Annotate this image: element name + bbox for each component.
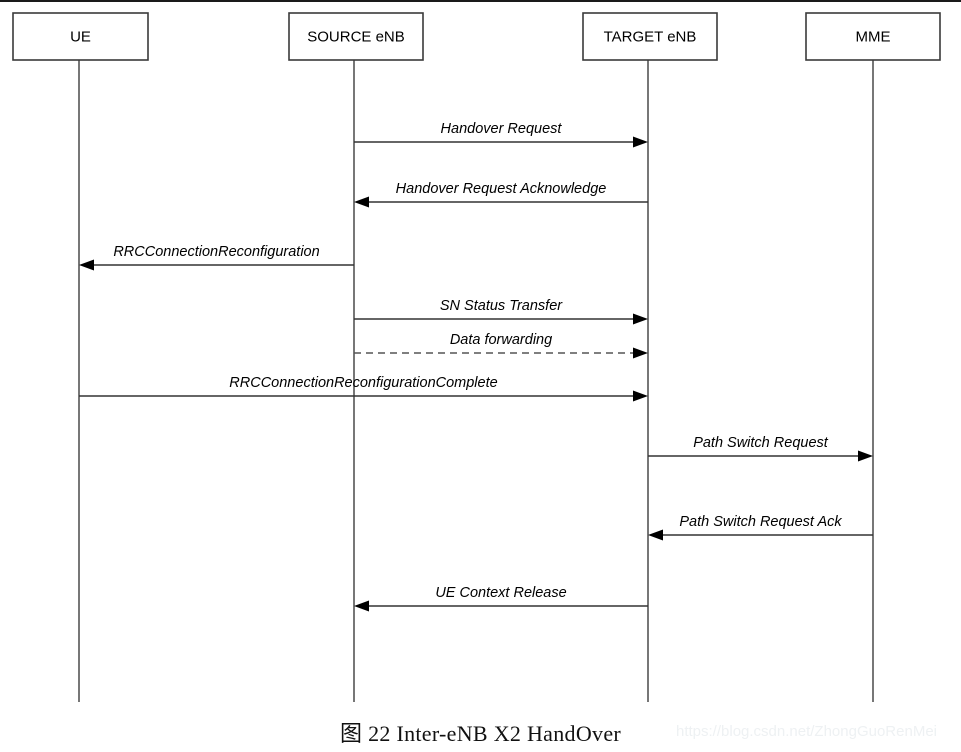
top-border-rule (0, 0, 961, 2)
message-label: RRCConnectionReconfiguration (113, 244, 319, 260)
message-1-handover-request: Handover Request (354, 121, 648, 148)
figure-caption: 图 22 Inter-eNB X2 HandOver (339, 721, 622, 746)
message-label: Handover Request (441, 121, 563, 137)
message-6-rrcconnectionreconfigurationcomplete: RRCConnectionReconfigurationComplete (79, 375, 648, 402)
message-arrowhead (633, 313, 648, 325)
message-label: SN Status Transfer (440, 298, 563, 314)
actor-box-ue[interactable]: UE (12, 12, 149, 61)
actor-box-source_enb[interactable]: SOURCE eNB (288, 12, 424, 61)
message-arrowhead (79, 259, 94, 271)
message-4-sn-status-transfer: SN Status Transfer (354, 298, 648, 325)
watermark-text: https://blog.csdn.net/ZhongGuoRenMei (676, 723, 937, 740)
message-arrowhead (633, 136, 648, 148)
actor-box-rect (12, 12, 149, 61)
message-7-path-switch-request: Path Switch Request (648, 435, 873, 462)
actor-label: UE (70, 28, 91, 45)
actor-label: TARGET eNB (604, 28, 697, 45)
message-2-handover-request-acknowledge: Handover Request Acknowledge (354, 181, 648, 208)
actor-label: MME (856, 28, 891, 45)
message-9-ue-context-release: UE Context Release (354, 585, 648, 612)
actor-box-target_enb[interactable]: TARGET eNB (582, 12, 718, 61)
lifelines-group (78, 60, 874, 702)
message-arrowhead (354, 196, 369, 208)
actor-boxes-group: UE SOURCE eNB TARGET eNB MME (12, 12, 941, 61)
message-arrowhead (858, 450, 873, 462)
message-arrowhead (633, 347, 648, 359)
message-arrowhead (633, 390, 648, 402)
message-label: UE Context Release (435, 585, 566, 601)
message-label: Data forwarding (450, 332, 552, 348)
message-3-rrcconnectionreconfiguration: RRCConnectionReconfiguration (79, 244, 354, 271)
actor-label: SOURCE eNB (307, 28, 405, 45)
actor-box-rect (582, 12, 718, 61)
message-arrowhead (648, 529, 663, 541)
message-label: Path Switch Request (693, 435, 829, 451)
actor-box-mme[interactable]: MME (805, 12, 941, 61)
message-label: Path Switch Request Ack (679, 514, 842, 530)
message-label: RRCConnectionReconfigurationComplete (229, 375, 497, 391)
actor-box-rect (288, 12, 424, 61)
message-label: Handover Request Acknowledge (396, 181, 607, 197)
message-8-path-switch-request-ack: Path Switch Request Ack (648, 514, 873, 541)
message-arrowhead (354, 600, 369, 612)
message-5-data-forwarding: Data forwarding (354, 332, 648, 359)
actor-box-rect (805, 12, 941, 61)
